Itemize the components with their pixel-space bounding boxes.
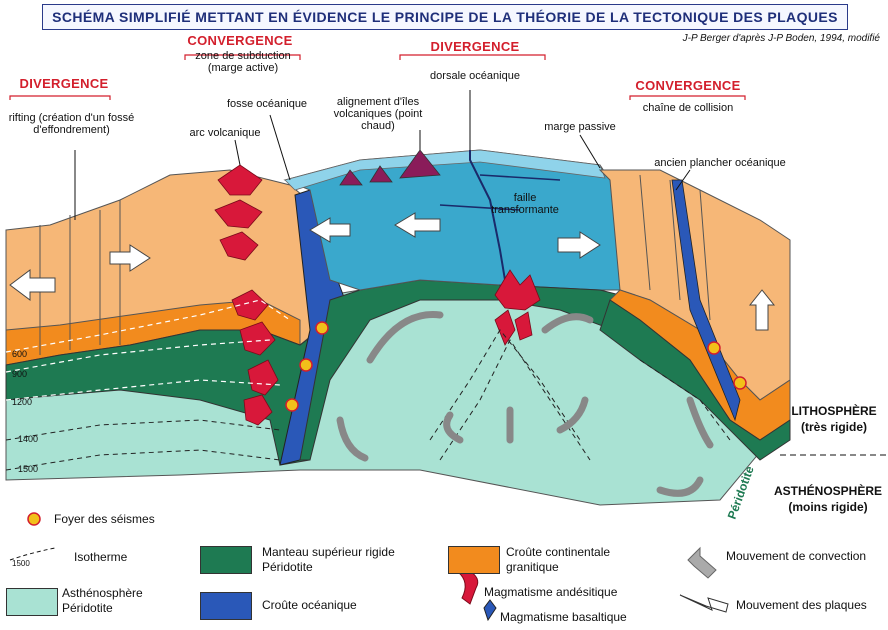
asthenosphere-label: ASTHÉNOSPHÈRE — [773, 484, 883, 498]
lithosphere-label: LITHOSPHÈRE — [791, 404, 877, 418]
fosse-label: fosse océanique — [226, 98, 308, 110]
marge-passive-label: marge passive — [544, 121, 616, 133]
isotherm-1500 — [5, 449, 281, 471]
leader-lines — [74, 90, 691, 220]
isotherm-1400 — [5, 419, 281, 441]
andesitic-magma — [214, 164, 279, 426]
dorsale-label: dorsale océanique — [430, 70, 520, 82]
isotherm-label-1200: 1200 — [12, 397, 32, 407]
isotherm-lines — [5, 299, 291, 401]
basaltic-magma — [494, 269, 541, 346]
legend-croute-oceanique: Croûte océanique — [262, 598, 357, 612]
isotherm-label-1500: 1500 — [18, 464, 38, 474]
volcanic-islands — [339, 149, 441, 186]
divergence-center-label: DIVERGENCE — [430, 39, 520, 54]
legend-seismes: Foyer des séismes — [54, 512, 155, 526]
legend-asthenosphere: Asthénosphère Péridotite — [62, 586, 143, 615]
asthenosphere-sub-label: (moins rigide) — [788, 500, 868, 514]
legend-croute-continentale: Croûte continentale granitique — [506, 545, 611, 574]
legend-manteau-swatch — [200, 546, 252, 574]
credit-line: J-P Berger d'après J-P Boden, 1994, modi… — [682, 33, 880, 44]
legend-isotherme: Isotherme — [74, 550, 128, 564]
legend-plaques: Mouvement des plaques — [736, 598, 867, 612]
earthquake-foci — [285, 321, 747, 412]
ridge-axis — [469, 150, 506, 281]
rifting-label: rifting (création d'un fossé d'effondrem… — [8, 112, 135, 136]
legend-croute-continentale-swatch — [448, 546, 500, 574]
isotherm-label-1400: 1400 — [18, 434, 38, 444]
legend-convection: Mouvement de convection — [726, 549, 867, 563]
legend-croute-oceanique-swatch — [200, 592, 252, 620]
isotherm-label-900: 900 — [12, 369, 27, 379]
arc-label: arc volcanique — [189, 127, 261, 139]
ancien-plancher-label: ancien plancher océanique — [654, 157, 786, 169]
legend-magmatisme-andesitique: Magmatisme andésitique — [484, 585, 618, 599]
faille-label: faille transformante — [491, 192, 559, 216]
legend-manteau: Manteau supérieur rigide Péridotite — [262, 545, 395, 574]
legend-magmatisme-basaltique: Magmatisme basaltique — [500, 610, 627, 624]
isotherm-label-600: 600 — [12, 349, 27, 359]
lithosphere-sub-label: (très rigide) — [800, 420, 867, 434]
alignement-label: alignement d'îles volcaniques (point cha… — [333, 96, 423, 132]
convection-arrows — [336, 311, 714, 497]
ocean-surface — [284, 149, 606, 191]
convergence-left-label: CONVERGENCE — [187, 33, 293, 48]
collision-label: chaîne de collision — [642, 102, 734, 114]
subduction-label: zone de subduction (marge active) — [195, 50, 291, 74]
divergence-left-label: DIVERGENCE — [19, 76, 109, 91]
plate-arrows — [9, 212, 776, 331]
page-title: SCHÉMA SIMPLIFIÉ METTANT EN ÉVIDENCE LE … — [42, 4, 848, 30]
zone-braces — [9, 54, 746, 100]
convergence-right-label: CONVERGENCE — [635, 78, 741, 93]
ancient-oceanic-floor — [671, 179, 741, 422]
legend-asthenosphere-swatch — [6, 588, 58, 616]
